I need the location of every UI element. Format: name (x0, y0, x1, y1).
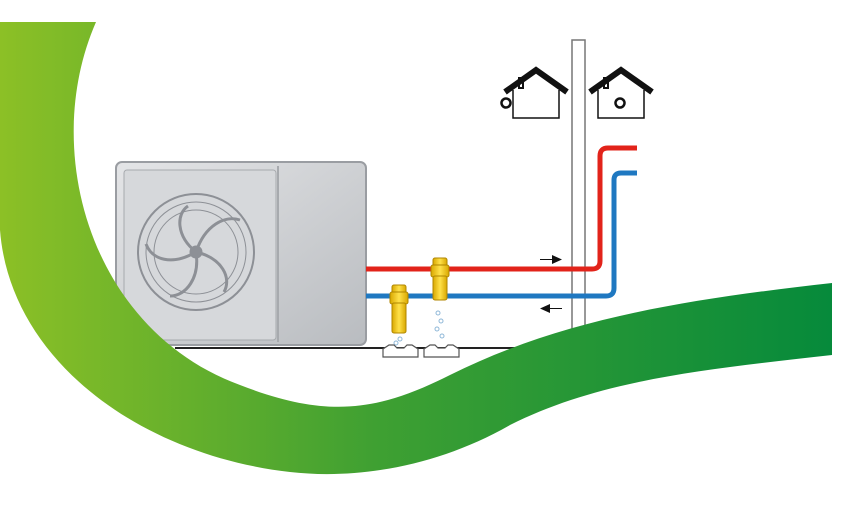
fan-icon (137, 193, 255, 311)
water-drops-icon (393, 310, 445, 346)
green-swoosh (0, 22, 832, 475)
return-pipe (366, 170, 637, 299)
supply-pipe (366, 145, 637, 272)
flow-arrow-left-icon (540, 304, 562, 313)
drain-tray-icon (423, 344, 460, 358)
house-icon (588, 66, 654, 119)
wall (571, 39, 586, 351)
safety-valve-icon (389, 284, 409, 334)
drain-tray-icon (382, 344, 419, 358)
flow-arrow-right-icon (540, 255, 562, 264)
house-icon (500, 66, 569, 119)
heat-pump-unit (115, 161, 367, 346)
safety-valve-icon (430, 257, 450, 301)
